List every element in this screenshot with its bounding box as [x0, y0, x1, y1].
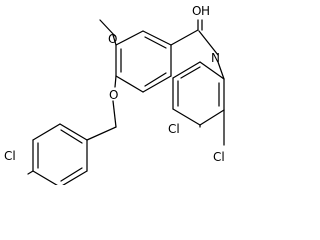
bond — [99, 19, 116, 37]
ether-oxygen-label: O — [109, 88, 118, 102]
dichlorophenyl-ring — [172, 61, 225, 146]
benzyl-ether-linkage — [86, 75, 117, 141]
methoxy-oxygen-label: O — [108, 32, 117, 46]
chlorobenzyl-ring — [27, 123, 88, 185]
bond — [199, 61, 225, 80]
bond — [86, 126, 117, 141]
benzamide-ring — [115, 30, 172, 93]
bond — [217, 61, 225, 80]
bond — [115, 75, 144, 93]
bond — [112, 100, 117, 128]
bond — [144, 72, 167, 87]
bond — [32, 170, 58, 185]
bond — [144, 36, 167, 49]
bond — [60, 167, 83, 182]
bond — [114, 75, 117, 88]
bond — [59, 123, 88, 141]
bond — [60, 129, 83, 144]
bond — [142, 30, 172, 46]
bond — [142, 75, 172, 93]
chlorine-label: Cl — [4, 149, 16, 163]
bond — [172, 61, 201, 79]
bond — [32, 123, 61, 141]
bond — [198, 30, 219, 56]
chlorine-label: Cl — [213, 150, 225, 164]
atom-labels: O H N O O Cl Cl Cl — [4, 4, 225, 164]
bond — [112, 34, 117, 46]
bond — [115, 30, 144, 46]
molecule-canvas: O H N O O Cl Cl Cl — [4, 4, 225, 185]
bond — [172, 108, 201, 126]
bond — [62, 170, 88, 185]
bond — [27, 170, 34, 175]
molecule-structure: O H N O O Cl Cl Cl — [4, 4, 225, 185]
bond — [170, 29, 199, 46]
bond — [199, 109, 225, 126]
methoxy-group — [99, 19, 117, 46]
amide-hydrogen-label: H — [201, 4, 210, 18]
chlorine-label: Cl — [168, 122, 180, 136]
carbonyl-oxygen-label: O — [192, 4, 201, 18]
amide-group — [170, 19, 219, 56]
amide-nitrogen-label: N — [211, 51, 220, 65]
bond — [180, 66, 201, 79]
